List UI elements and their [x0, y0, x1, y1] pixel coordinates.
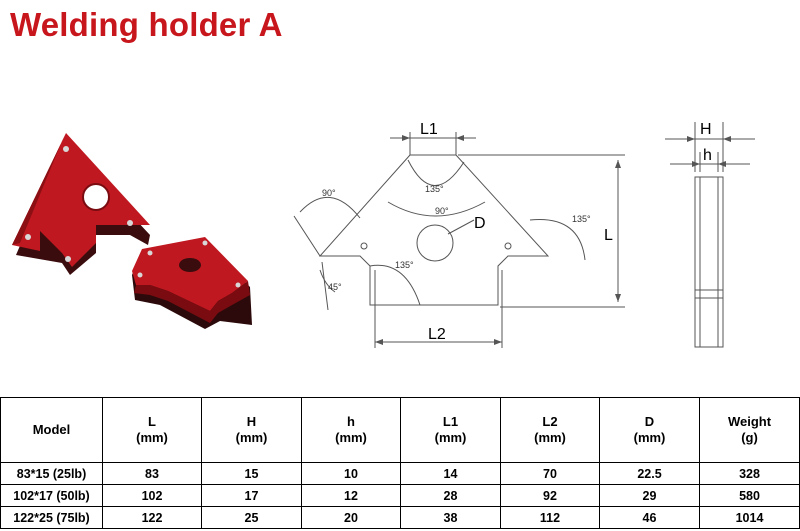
table-cell: 122: [102, 506, 202, 529]
angle-135-bottom: 135°: [395, 260, 414, 270]
table-cell: 38: [400, 506, 501, 529]
side-view-drawing: H h: [665, 121, 755, 348]
header-cell: L1(mm): [400, 397, 501, 463]
table-cell: 28: [400, 484, 501, 507]
table-row: 83*15 (25lb) 83 15 10 14 70 22.5 328: [0, 462, 800, 485]
model-cell: 122*25 (75lb): [0, 506, 103, 529]
header-cell: D(mm): [599, 397, 700, 463]
table-cell: 112: [500, 506, 600, 529]
header-cell: Weight(g): [699, 397, 800, 463]
table-cell: 12: [301, 484, 401, 507]
label-L2: L2: [428, 326, 446, 343]
table-row: 122*25 (75lb) 122 25 20 38 112 46 1014: [0, 506, 800, 529]
page-title: Welding holder A: [10, 6, 283, 43]
label-L: L: [604, 227, 613, 244]
model-cell: 83*15 (25lb): [0, 462, 103, 485]
header-cell: Model: [0, 397, 103, 463]
table-row: 102*17 (50lb) 102 17 12 28 92 29 580: [0, 484, 800, 507]
product-photo: [12, 133, 252, 329]
specs-table: Model L(mm) H(mm) h(mm) L1(mm) L2(mm) D(…: [0, 397, 800, 529]
label-L1: L1: [420, 121, 438, 138]
table-header-row: Model L(mm) H(mm) h(mm) L1(mm) L2(mm) D(…: [0, 397, 800, 463]
table-cell: 46: [599, 506, 700, 529]
angle-90-mid: 90°: [435, 206, 449, 216]
technical-drawing: L1 L L2 D 90° 135° 90° 135° 135° 45°: [293, 121, 625, 348]
header-cell: H(mm): [201, 397, 302, 463]
angle-45: 45°: [328, 282, 342, 292]
table-cell: 10: [301, 462, 401, 485]
table-cell: 328: [699, 462, 800, 485]
table-cell: 83: [102, 462, 202, 485]
table-cell: 70: [500, 462, 600, 485]
table-cell: 17: [201, 484, 302, 507]
table-cell: 1014: [699, 506, 800, 529]
table-cell: 22.5: [599, 462, 700, 485]
label-D: D: [474, 215, 486, 232]
table-cell: 15: [201, 462, 302, 485]
header-cell: L2(mm): [500, 397, 600, 463]
header-cell: L(mm): [102, 397, 202, 463]
angle-135-right: 135°: [572, 214, 591, 224]
model-cell: 102*17 (50lb): [0, 484, 103, 507]
label-h: h: [703, 147, 712, 164]
table-cell: 102: [102, 484, 202, 507]
header-cell: h(mm): [301, 397, 401, 463]
table-cell: 29: [599, 484, 700, 507]
angle-90-left: 90°: [322, 188, 336, 198]
table-cell: 92: [500, 484, 600, 507]
table-cell: 580: [699, 484, 800, 507]
table-cell: 20: [301, 506, 401, 529]
angle-135-top: 135°: [425, 184, 444, 194]
table-cell: 14: [400, 462, 501, 485]
table-cell: 25: [201, 506, 302, 529]
label-H: H: [700, 121, 712, 138]
